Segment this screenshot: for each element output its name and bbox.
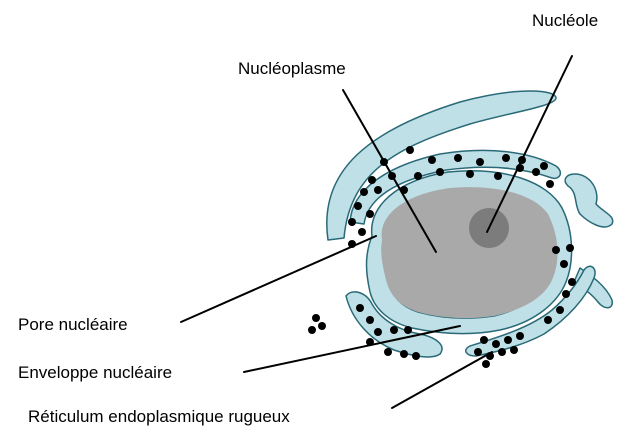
ribosome-dot: [504, 336, 512, 344]
ribosome-dot: [366, 316, 374, 324]
ribosome-dot: [312, 314, 320, 322]
ribosome-dot: [568, 278, 576, 286]
ribosome-dot: [356, 304, 364, 312]
reticulum-right-arm: [565, 174, 613, 227]
ribosome-dot: [540, 162, 548, 170]
ribosome-dot: [358, 228, 366, 236]
label-nucleoplasme: Nucléoplasme: [238, 60, 346, 77]
label-enveloppe-nucleaire: Enveloppe nucléaire: [18, 364, 172, 381]
ribosome-dot: [400, 350, 408, 358]
ribosome-dot: [474, 348, 482, 356]
label-pore-nucleaire: Pore nucléaire: [18, 316, 128, 333]
ribosome-dot: [494, 172, 502, 180]
nucleoplasm: [381, 187, 557, 318]
label-nucleole: Nucléole: [532, 12, 598, 29]
ribosome-dot: [412, 352, 420, 360]
ribosome-dot: [560, 260, 568, 268]
leader-reticulum: [392, 352, 492, 408]
ribosome-dot: [436, 168, 444, 176]
ribosome-dot: [366, 210, 374, 218]
ribosome-dot: [562, 290, 570, 298]
ribosome-dot: [546, 180, 554, 188]
ribosome-dot: [510, 346, 518, 354]
ribosome-dot: [552, 246, 560, 254]
ribosome-dot: [466, 170, 474, 178]
ribosome-dot: [428, 156, 436, 164]
ribosome-dot: [374, 328, 382, 336]
ribosome-dot: [384, 348, 392, 356]
ribosome-dot: [566, 244, 574, 252]
ribosome-dot: [556, 306, 564, 314]
ribosome-dot: [414, 172, 422, 180]
ribosome-dot: [476, 158, 484, 166]
ribosome-dot: [532, 168, 540, 176]
ribosome-dot: [354, 202, 362, 210]
ribosome-dot: [318, 322, 326, 330]
ribosome-dot: [308, 326, 316, 334]
ribosome-dot: [492, 340, 500, 348]
ribosome-dot: [482, 360, 490, 368]
leader-pore: [181, 236, 376, 322]
ribosome-dot: [544, 316, 552, 324]
ribosome-dot: [516, 332, 524, 340]
label-reticulum-endoplasmique-rugueux: Réticulum endoplasmique rugueux: [28, 408, 290, 425]
ribosome-dot: [454, 154, 462, 162]
ribosome-dot: [404, 326, 412, 334]
ribosome-dot: [374, 186, 382, 194]
ribosome-dot: [406, 146, 414, 154]
ribosome-dot: [348, 218, 356, 226]
ribosome-dot: [368, 176, 376, 184]
ribosome-dot: [390, 326, 398, 334]
ribosome-dot: [480, 336, 488, 344]
ribosome-dot: [502, 154, 510, 162]
ribosome-dot: [498, 348, 506, 356]
ribosome-dot: [360, 188, 368, 196]
